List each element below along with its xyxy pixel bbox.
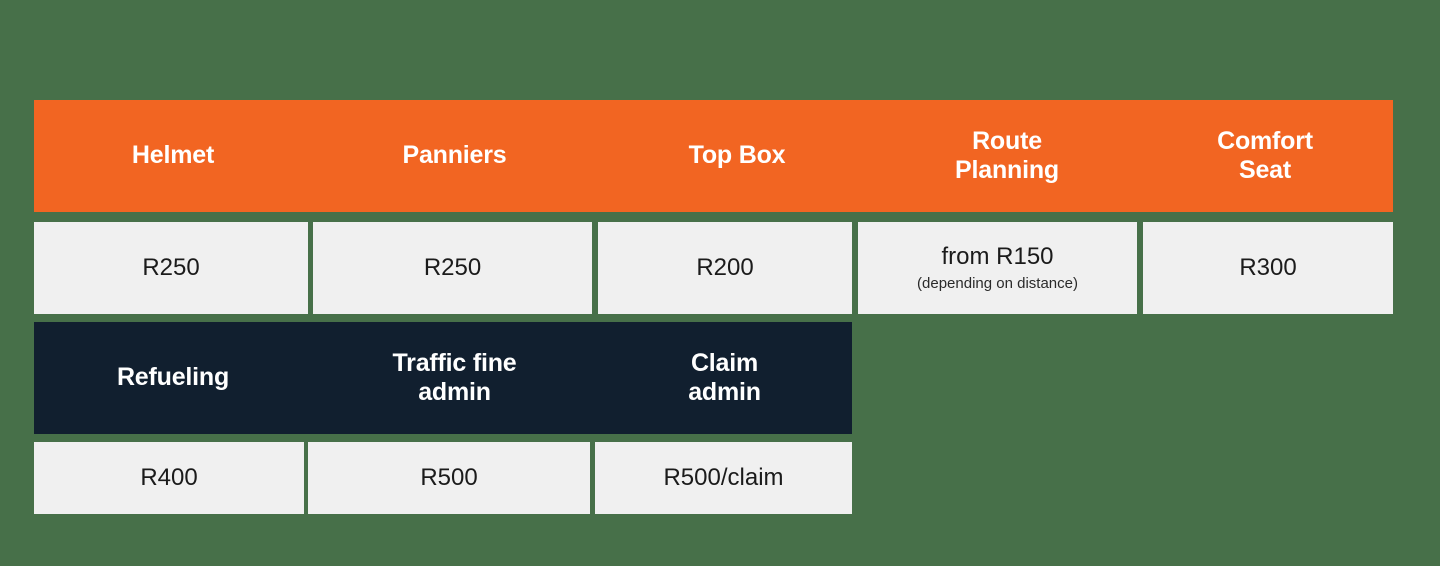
column-header-helmet-line-1: Helmet	[131, 141, 215, 170]
column-header-route-planning-line-1: Route	[972, 126, 1042, 155]
column-header-comfort-seat-line-2: Seat	[1238, 156, 1291, 184]
value-cell-refueling: R400	[34, 442, 304, 514]
value-cell-route-planning: from R150 (depending on distance)	[858, 222, 1137, 314]
services-table-header-row: Refueling Traffic fine admin Claim admin	[34, 322, 852, 434]
value-cell-comfort-seat: R300	[1143, 222, 1393, 314]
column-header-claim-admin: Claim admin	[597, 322, 852, 434]
column-header-route-planning: Route Planning	[877, 100, 1137, 212]
value-cell-claim-admin: R500/claim	[595, 442, 852, 514]
value-comfort-seat: R300	[1239, 253, 1297, 281]
column-header-claim-admin-line-2: admin	[688, 378, 761, 406]
column-header-panniers: Panniers	[312, 100, 597, 212]
column-header-claim-admin-line-1: Claim	[690, 348, 759, 377]
column-header-top-box: Top Box	[597, 100, 877, 212]
value-route-planning-note: (depending on distance)	[917, 274, 1078, 292]
column-header-refueling-line-1: Refueling	[116, 363, 230, 392]
value-helmet: R250	[142, 253, 200, 281]
extras-table-header-row: Helmet Panniers Top Box Route Planning C…	[34, 100, 1393, 212]
value-claim-admin: R500/claim	[663, 463, 784, 491]
column-header-comfort-seat: Comfort Seat	[1137, 100, 1393, 212]
value-cell-helmet: R250	[34, 222, 308, 314]
column-header-refueling: Refueling	[34, 322, 312, 434]
value-refueling: R400	[140, 463, 198, 491]
column-header-traffic-fine-admin-line-1: Traffic fine	[392, 348, 517, 377]
column-header-traffic-fine-admin-line-2: admin	[418, 378, 491, 406]
column-header-traffic-fine-admin: Traffic fine admin	[312, 322, 597, 434]
extras-table: Helmet Panniers Top Box Route Planning C…	[34, 100, 1393, 314]
value-cell-panniers: R250	[313, 222, 592, 314]
value-traffic-fine-admin: R500	[420, 463, 478, 491]
column-header-helmet: Helmet	[34, 100, 312, 212]
value-cell-traffic-fine-admin: R500	[308, 442, 590, 514]
services-table-value-row: R400 R500 R500/claim	[34, 442, 852, 514]
value-cell-top-box: R200	[598, 222, 852, 314]
value-top-box: R200	[696, 253, 754, 281]
value-route-planning: from R150	[941, 242, 1054, 270]
services-table: Refueling Traffic fine admin Claim admin…	[34, 322, 852, 514]
column-header-top-box-line-1: Top Box	[688, 141, 786, 170]
column-header-comfort-seat-line-1: Comfort	[1217, 126, 1313, 155]
value-panniers: R250	[423, 253, 482, 281]
column-header-route-planning-line-2: Planning	[955, 156, 1059, 184]
column-header-panniers-line-1: Panniers	[402, 141, 507, 170]
extras-table-value-row: R250 R250 R200 from R150 (depending on d…	[34, 222, 1393, 314]
